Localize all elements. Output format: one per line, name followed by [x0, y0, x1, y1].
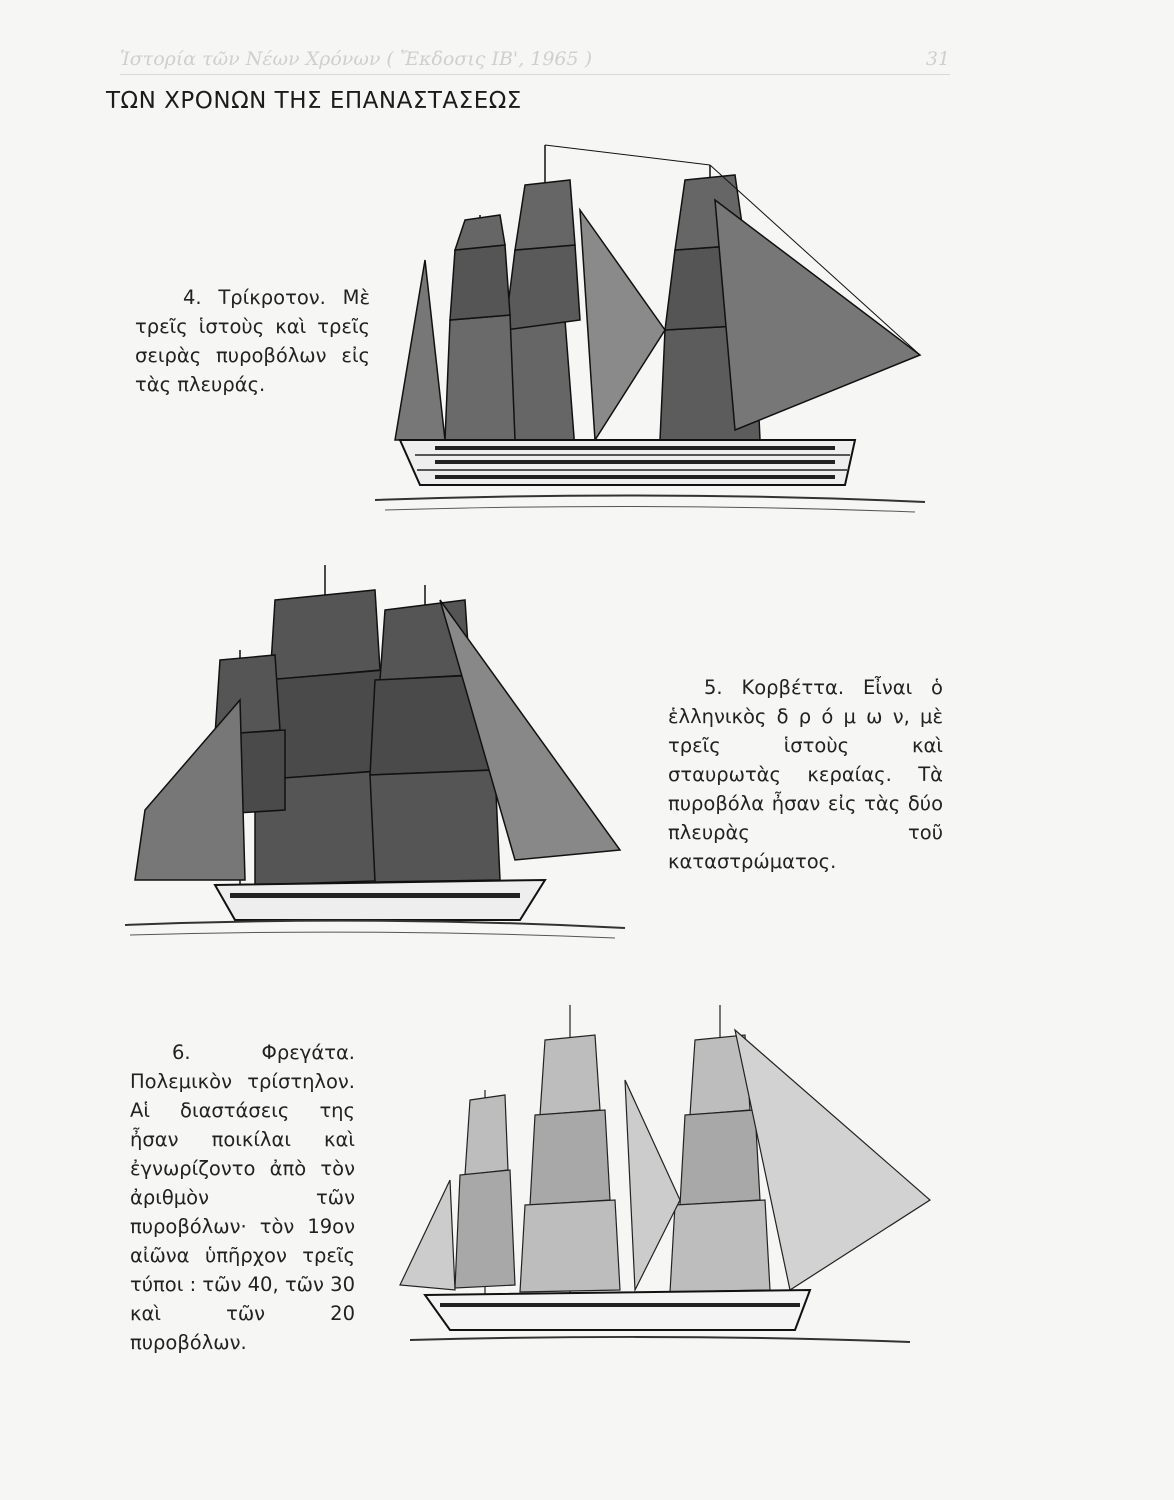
- figure-caption-5: 5. Κορβέττα. Εἶναι ὁ ἑλληνικὸς δ ρ ό μ ω…: [668, 673, 943, 876]
- ship-illustration-trikroton: [375, 144, 926, 513]
- figure-caption-4: 4. Τρίκροτον. Μὲ τρεῖς ἱστοὺς καὶ τρεῖς …: [135, 283, 370, 399]
- ship-illustration-fregata: [399, 1005, 931, 1343]
- running-head-text: Ἱστορία τῶν Νέων Χρόνων ( Ἔκδοσις ΙΒ', 1…: [120, 48, 593, 70]
- caption-text: 4. Τρίκροτον. Μὲ τρεῖς ἱστοὺς καὶ τρεῖς …: [135, 286, 370, 396]
- figure-caption-6: 6. Φρεγάτα. Πολεμικὸν τρίστηλον. Αἱ διασ…: [130, 1038, 355, 1357]
- ship-illustration-korvetta: [125, 565, 626, 939]
- section-title: ΤΩΝ ΧΡΟΝΩΝ ΤΗΣ ΕΠΑΝΑΣΤΑΣΕΩΣ: [106, 88, 522, 114]
- caption-text: 6. Φρεγάτα. Πολεμικὸν τρίστηλον. Αἱ διασ…: [130, 1041, 355, 1354]
- caption-text: 5. Κορβέττα. Εἶναι ὁ ἑλληνικὸς δ ρ ό μ ω…: [668, 676, 943, 873]
- running-head: Ἱστορία τῶν Νέων Χρόνων ( Ἔκδοσις ΙΒ', 1…: [120, 48, 950, 75]
- page-number: 31: [925, 48, 950, 70]
